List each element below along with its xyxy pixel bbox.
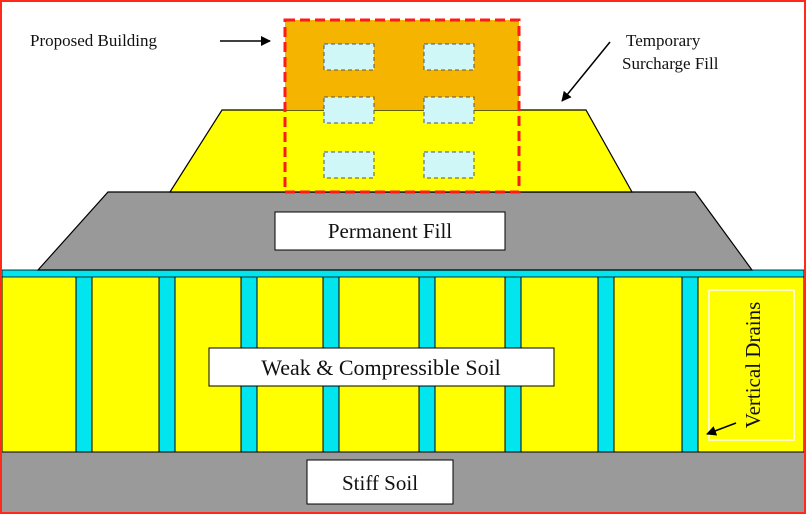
building-window [423, 96, 475, 124]
vertical-drain-8 [681, 275, 699, 453]
temporary-surcharge-fill [168, 109, 634, 193]
building-window [323, 151, 375, 179]
temporary-surcharge-label-line1: Temporary [626, 31, 701, 50]
drainage-blanket [1, 269, 805, 278]
weak-soil-label-box [208, 347, 555, 387]
building-above-fill [285, 20, 519, 110]
vertical-drain-7 [597, 275, 615, 453]
stiff-soil-label: Stiff Soil [342, 471, 418, 495]
temporary-surcharge-label-line2: Surcharge Fill [622, 54, 719, 73]
temporary-surcharge-arrow [561, 41, 611, 102]
vertical-drains-arrow [706, 422, 737, 436]
weak-soil-label: Weak & Compressible Soil [261, 355, 501, 380]
building-windows [323, 43, 475, 179]
vertical-drains-label: Vertical Drains [741, 302, 765, 429]
proposed-building-label: Proposed Building [30, 31, 158, 50]
permanent-fill-label-box [274, 211, 506, 251]
building-window [423, 151, 475, 179]
stiff-soil-label-box [306, 459, 454, 505]
permanent-fill-label: Permanent Fill [328, 219, 452, 243]
proposed-building [283, 18, 521, 194]
vertical-drain-2 [158, 275, 176, 453]
building-outline [283, 18, 521, 194]
vertical-drain-1 [75, 275, 93, 453]
vertical-drains-label-box [708, 289, 795, 441]
building-window [323, 96, 375, 124]
building-window [423, 43, 475, 71]
building-window [323, 43, 375, 71]
